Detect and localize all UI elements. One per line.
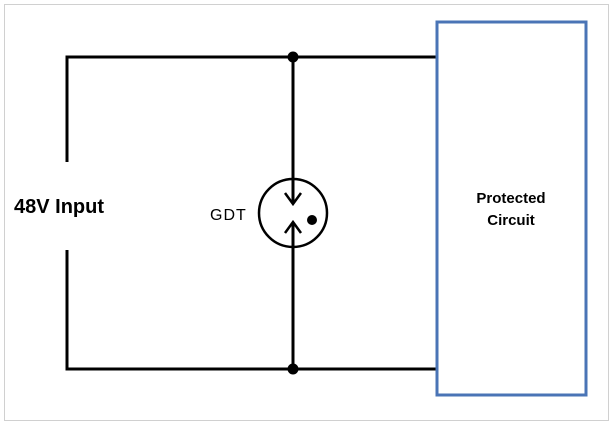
- gdt-arrow-up-icon: [283, 219, 303, 234]
- gdt-gas-dot: [307, 215, 317, 225]
- top-wire: [65, 55, 437, 162]
- junction-top: [287, 51, 299, 63]
- junction-bottom: [287, 363, 299, 375]
- gdt-arrow-down-icon: [283, 192, 303, 207]
- load-label-line2: Circuit: [487, 212, 535, 229]
- input-label: 48V Input: [14, 196, 104, 218]
- gdt-symbol: [257, 177, 329, 249]
- protected-circuit-box: [435, 20, 588, 397]
- bottom-wire: [65, 250, 437, 371]
- load-label-line1: Protected: [476, 190, 545, 207]
- gdt-label: GDT: [210, 207, 247, 224]
